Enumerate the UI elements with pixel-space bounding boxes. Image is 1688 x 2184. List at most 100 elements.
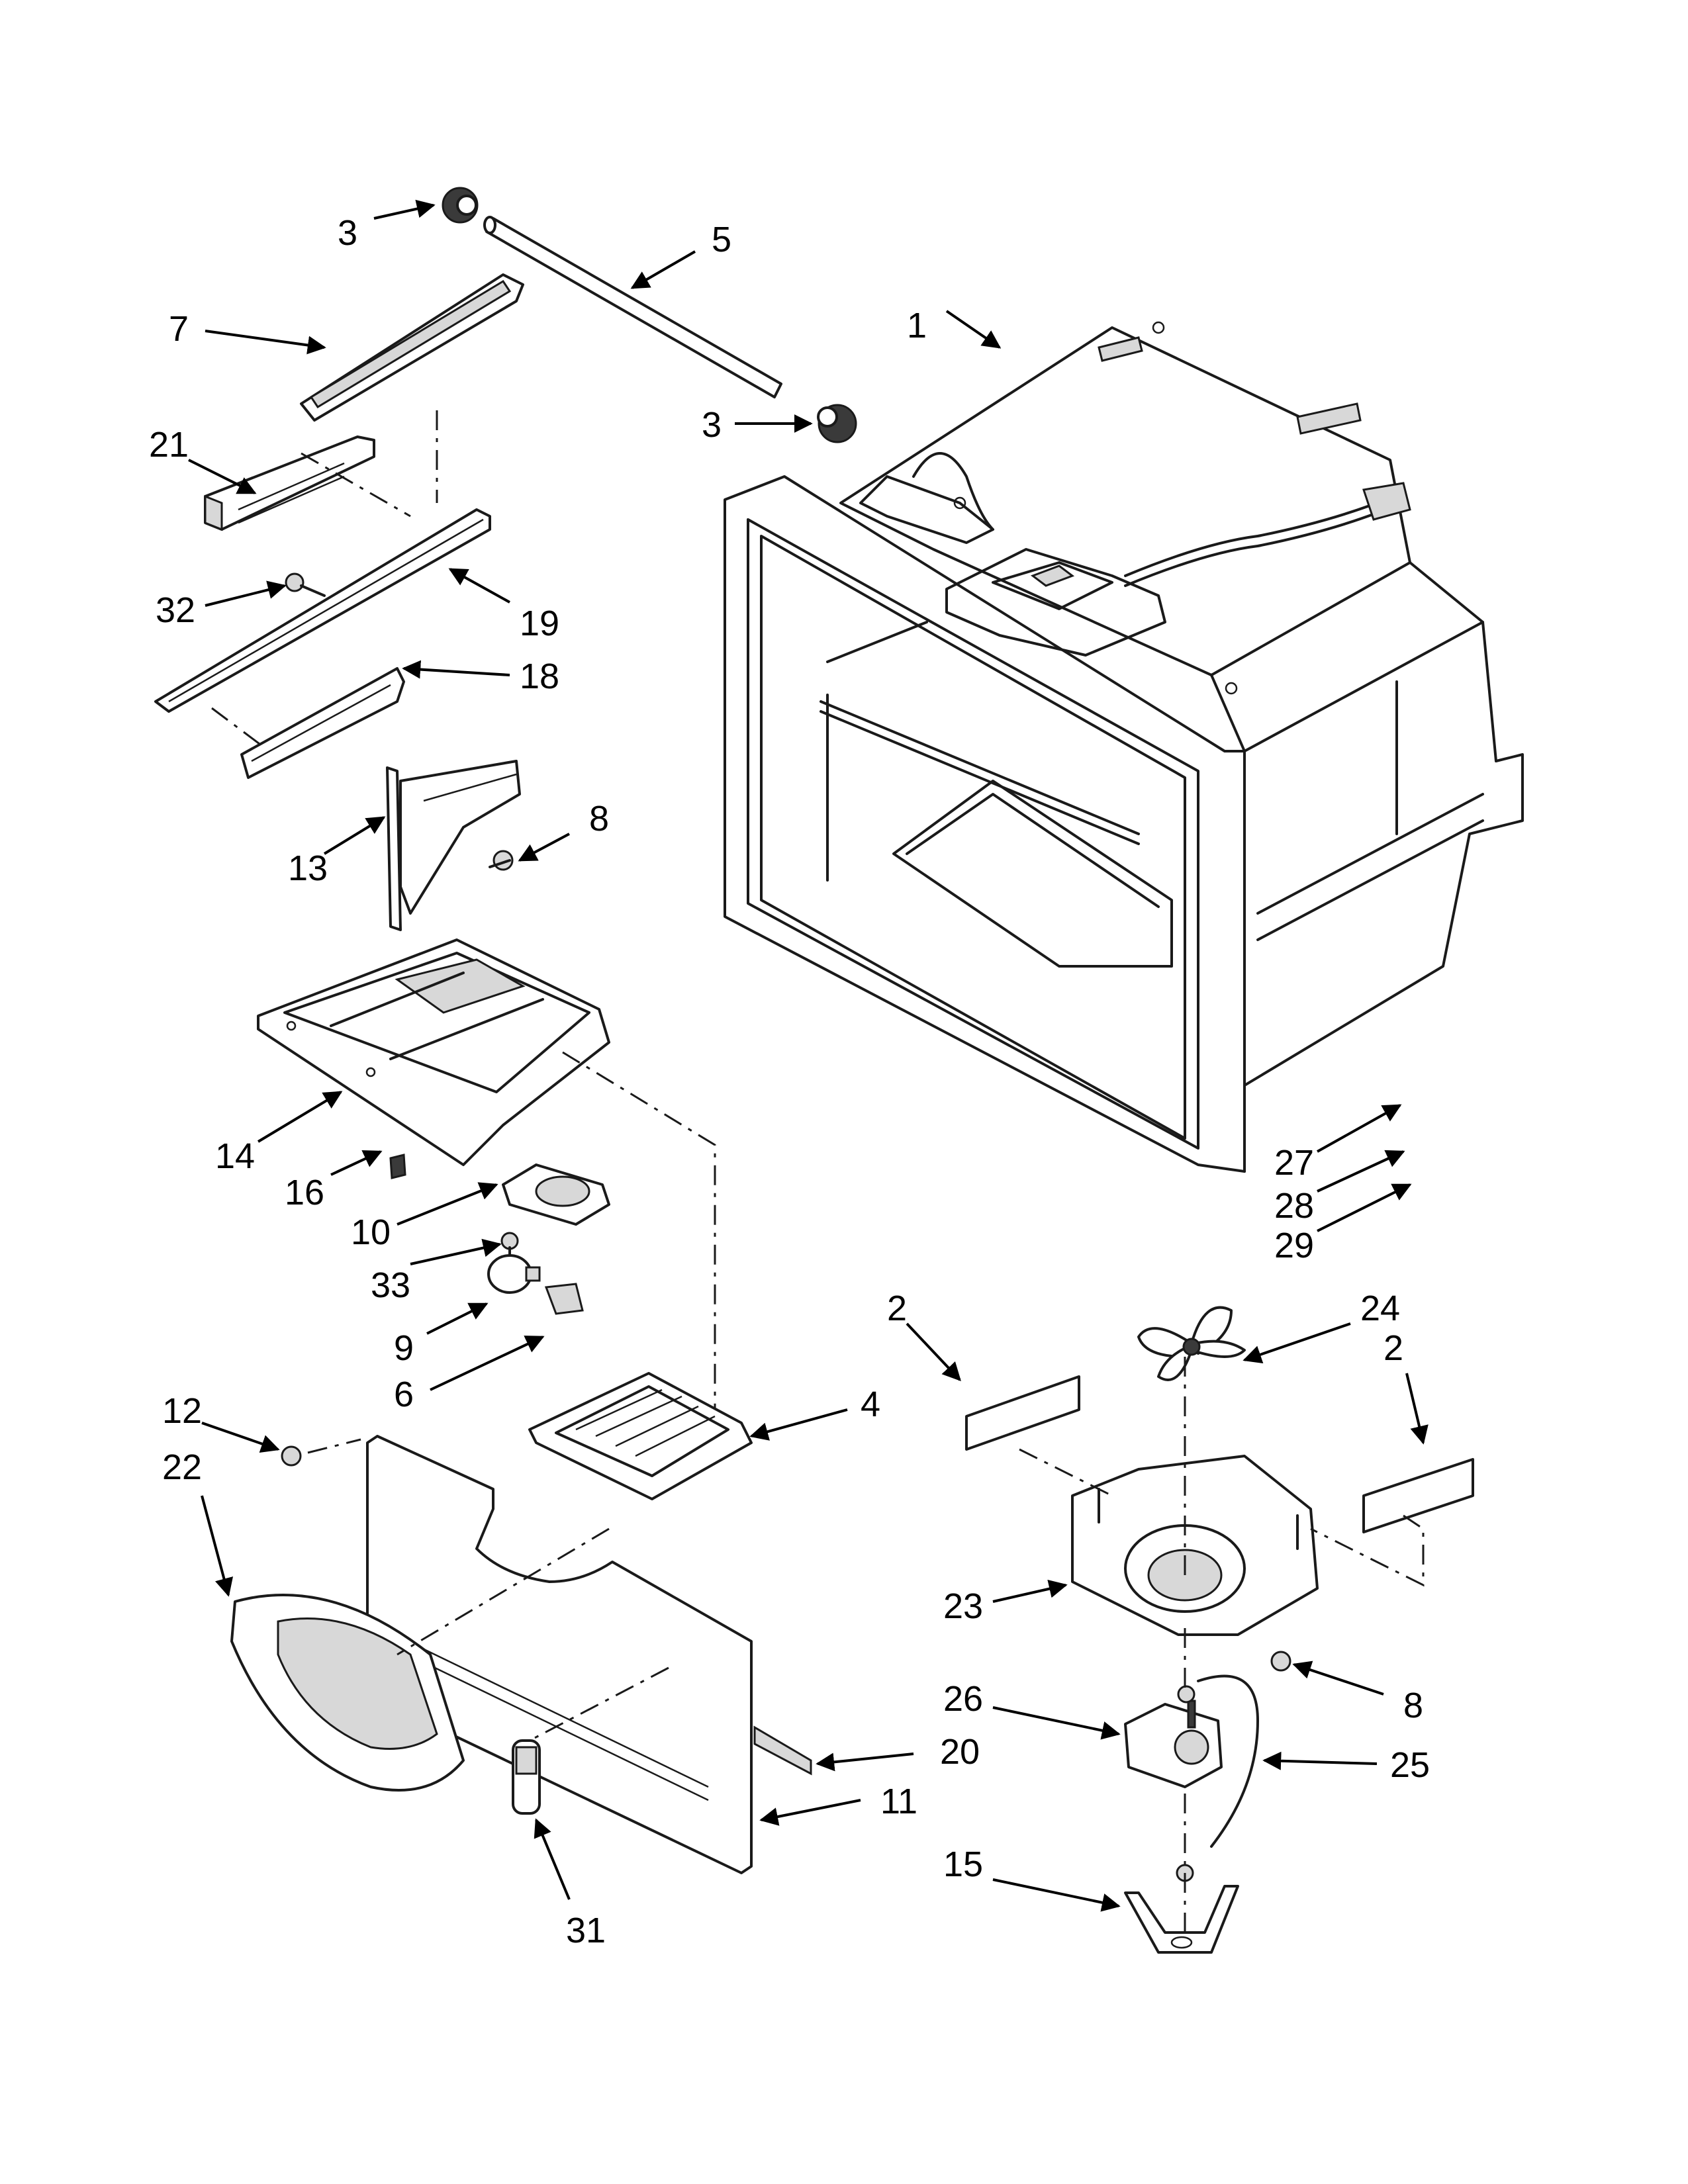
callout-18-label: 18 xyxy=(520,657,559,696)
callout-6-label: 6 xyxy=(394,1375,414,1414)
tray-part-4 xyxy=(528,1372,753,1500)
callout-32-label: 32 xyxy=(156,590,195,630)
callout-16-label: 16 xyxy=(285,1173,324,1212)
callout-5: 5 xyxy=(630,220,731,289)
callout-21-label: 21 xyxy=(149,425,189,465)
callout-15: 15 xyxy=(943,1844,1121,1912)
callout-21: 21 xyxy=(149,425,257,494)
callout-27: 27 xyxy=(1274,1104,1402,1183)
callout-22-label: 22 xyxy=(162,1447,202,1487)
callout-2-right-label: 2 xyxy=(1383,1328,1403,1368)
callout-33-label: 33 xyxy=(371,1265,410,1305)
motor-part-26 xyxy=(1124,1685,1223,1788)
connector-part-16 xyxy=(389,1154,406,1179)
callout-11-label: 11 xyxy=(880,1782,917,1821)
callout-7-label: 7 xyxy=(169,309,189,349)
bracket-part-13 xyxy=(386,760,521,931)
alignment-lines xyxy=(211,410,1425,1933)
callout-23-label: 23 xyxy=(943,1586,983,1626)
screw-part-12 xyxy=(281,1445,302,1467)
fan-housing-part-23 xyxy=(1071,1455,1319,1636)
bracket-part-15 xyxy=(1124,1864,1239,1954)
filter-part-31 xyxy=(512,1739,541,1815)
callout-24-label: 24 xyxy=(1360,1289,1400,1328)
callout-4: 4 xyxy=(749,1385,880,1441)
callout-3-upper: 3 xyxy=(338,199,436,253)
callout-18: 18 xyxy=(402,657,559,696)
socket-part-6 xyxy=(544,1283,584,1315)
callout-31: 31 xyxy=(534,1818,606,1950)
wire-part-25 xyxy=(1197,1674,1259,1848)
callout-25: 25 xyxy=(1262,1745,1430,1785)
gear-part-lower xyxy=(817,404,857,443)
callout-28: 28 xyxy=(1274,1150,1405,1226)
screw-part-33 xyxy=(500,1232,519,1259)
callout-6: 6 xyxy=(394,1336,545,1414)
callout-1: 1 xyxy=(907,306,1002,349)
callout-19: 19 xyxy=(448,568,559,643)
housing-part-14 xyxy=(257,938,610,1166)
screw-part-8-right xyxy=(1270,1651,1291,1672)
callout-2-right: 2 xyxy=(1383,1328,1429,1445)
callout-25-label: 25 xyxy=(1390,1745,1430,1785)
callout-12: 12 xyxy=(162,1391,280,1453)
rod-part xyxy=(483,216,782,398)
gear-part-upper xyxy=(442,187,479,224)
callout-27-label: 27 xyxy=(1274,1143,1314,1183)
bulb-part-9 xyxy=(487,1254,541,1294)
slide-part-18 xyxy=(240,667,405,779)
callout-4-label: 4 xyxy=(861,1385,880,1424)
callout-24: 24 xyxy=(1243,1289,1400,1364)
callout-15-label: 15 xyxy=(943,1844,983,1884)
callout-29-label: 29 xyxy=(1274,1226,1314,1265)
callout-3-lower-label: 3 xyxy=(702,405,722,445)
callouts: 1 2 2 3 3 4 5 6 xyxy=(149,199,1430,1950)
screw-part-32 xyxy=(285,572,326,597)
callout-11: 11 xyxy=(759,1782,917,1826)
callout-8-left-label: 8 xyxy=(589,799,609,839)
callout-20-label: 20 xyxy=(940,1732,980,1772)
fan-blade-part-24 xyxy=(1137,1306,1246,1381)
callout-26-label: 26 xyxy=(943,1679,983,1719)
callout-3-upper-label: 3 xyxy=(338,213,357,253)
callout-14-label: 14 xyxy=(215,1136,255,1176)
bracket-part-21 xyxy=(204,435,375,531)
callout-2-left: 2 xyxy=(887,1289,961,1382)
freezer-liner-part xyxy=(724,321,1524,1173)
slide-part-19 xyxy=(154,508,491,713)
callout-29: 29 xyxy=(1274,1183,1412,1265)
screw-part-8-left xyxy=(489,850,514,871)
callout-5-label: 5 xyxy=(712,220,731,259)
callout-8-left: 8 xyxy=(518,799,609,862)
callout-9-label: 9 xyxy=(394,1328,414,1368)
callout-28-label: 28 xyxy=(1274,1186,1314,1226)
callout-32: 32 xyxy=(156,580,287,630)
rail-part-7 xyxy=(300,273,524,422)
callout-13-label: 13 xyxy=(288,848,328,888)
callout-20: 20 xyxy=(816,1732,980,1772)
callout-31-label: 31 xyxy=(566,1911,606,1950)
foam-pad-part-2-left xyxy=(965,1375,1080,1451)
callout-1-label: 1 xyxy=(907,306,927,345)
callout-8-right: 8 xyxy=(1292,1661,1423,1725)
callout-12-label: 12 xyxy=(162,1391,202,1431)
callout-7: 7 xyxy=(169,309,326,355)
callout-33: 33 xyxy=(371,1238,502,1305)
callout-26: 26 xyxy=(943,1679,1121,1740)
callout-13: 13 xyxy=(288,816,386,888)
callout-3-lower: 3 xyxy=(702,405,813,445)
callout-2-left-label: 2 xyxy=(887,1289,907,1328)
callout-23: 23 xyxy=(943,1579,1068,1626)
foam-pad-part-2-right xyxy=(1362,1458,1474,1533)
grille-part-22 xyxy=(230,1594,465,1792)
callout-9: 9 xyxy=(394,1302,489,1368)
callout-8-right-label: 8 xyxy=(1403,1686,1423,1725)
callout-10: 10 xyxy=(351,1182,498,1252)
callout-10-label: 10 xyxy=(351,1212,391,1252)
panel-part-11 xyxy=(366,1435,812,1874)
callout-19-label: 19 xyxy=(520,604,559,643)
callout-14: 14 xyxy=(215,1091,343,1176)
callout-22: 22 xyxy=(162,1447,234,1597)
callout-16: 16 xyxy=(285,1150,383,1212)
